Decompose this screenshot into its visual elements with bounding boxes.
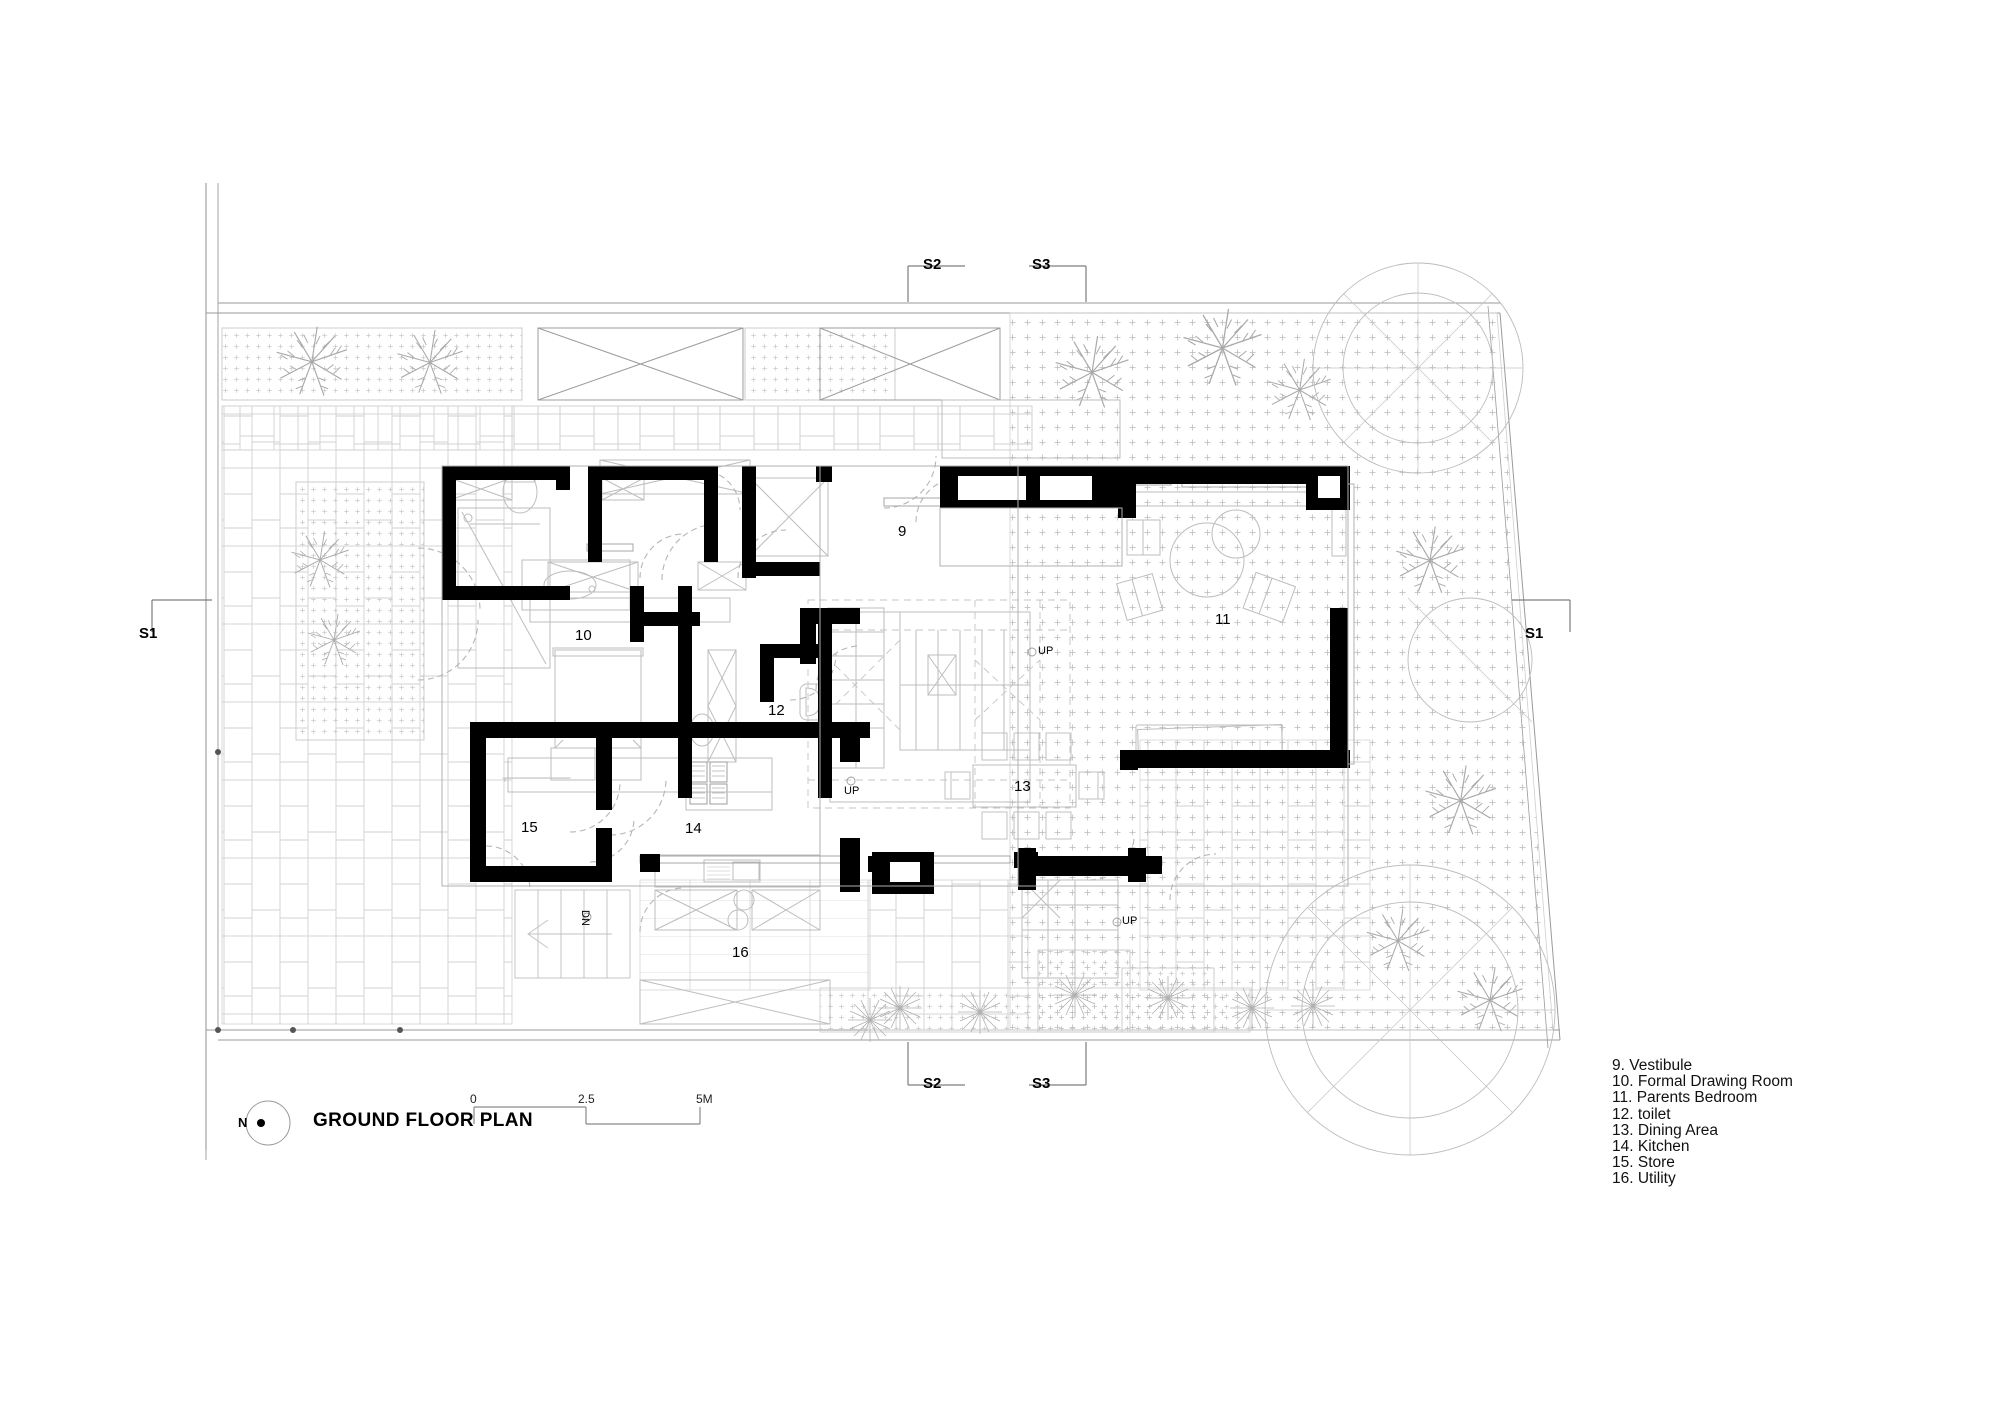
page-title: GROUND FLOOR PLAN xyxy=(313,1110,534,1131)
scale-bar xyxy=(473,1106,701,1125)
staircases xyxy=(514,599,1122,979)
section-marker-s1-right: S1 xyxy=(1525,625,1544,642)
roof-louver-panels xyxy=(537,327,1001,401)
room-label-store: 15 xyxy=(521,819,538,836)
north-arrow xyxy=(245,1100,291,1146)
north-arrow-label: N xyxy=(238,1115,248,1130)
legend-item-10: 10. Formal Drawing Room xyxy=(1612,1073,1793,1091)
scale-mid-label: 2.5 xyxy=(578,1092,595,1106)
section-leader-lines xyxy=(151,265,1571,1086)
section-marker-s1-left: S1 xyxy=(139,625,158,642)
room-label-kitchen: 14 xyxy=(685,820,702,837)
section-marker-s3-bottom: S3 xyxy=(1032,1075,1051,1092)
legend-item-15: 15. Store xyxy=(1612,1154,1675,1172)
legend-item-16: 16. Utility xyxy=(1612,1170,1676,1188)
legend-item-9: 9. Vestibule xyxy=(1612,1057,1693,1074)
room-legend: 9. Vestibule 10. Formal Drawing Room 11.… xyxy=(1612,1057,1793,1188)
stair-up-label-rear: UP xyxy=(1122,915,1138,927)
section-marker-s2-bottom: S2 xyxy=(923,1075,942,1092)
legend-item-14: 14. Kitchen xyxy=(1612,1138,1690,1156)
room-label-toilet: 12 xyxy=(768,702,785,719)
room-label-formal-drawing-room: 10 xyxy=(575,627,592,644)
stair-dn-label-store: DN xyxy=(579,910,591,926)
legend-item-11: 11. Parents Bedroom xyxy=(1612,1089,1758,1107)
scale-start-label: 0 xyxy=(470,1092,477,1106)
room-label-dining-area: 13 xyxy=(1014,778,1031,795)
legend-item-12: 12. toilet xyxy=(1612,1105,1671,1123)
survey-points xyxy=(215,749,403,1033)
site-paving xyxy=(221,405,1371,1031)
structural-walls xyxy=(442,466,1350,894)
section-marker-s2-top: S2 xyxy=(923,256,942,273)
room-label-utility: 16 xyxy=(732,944,749,961)
legend-item-13: 13. Dining Area xyxy=(1612,1121,1718,1139)
section-marker-s3-top: S3 xyxy=(1032,256,1051,273)
room-label-vestibule: 9 xyxy=(898,523,907,540)
stair-up-label-main: UP xyxy=(1038,645,1054,657)
stair-up-label-kitchen: UP xyxy=(844,785,860,797)
room-label-parents-bedroom: 11 xyxy=(1215,611,1231,628)
tree-canopy-circles xyxy=(1264,262,1556,1156)
building-outline xyxy=(441,465,1355,887)
scale-end-label: 5M xyxy=(696,1092,713,1106)
